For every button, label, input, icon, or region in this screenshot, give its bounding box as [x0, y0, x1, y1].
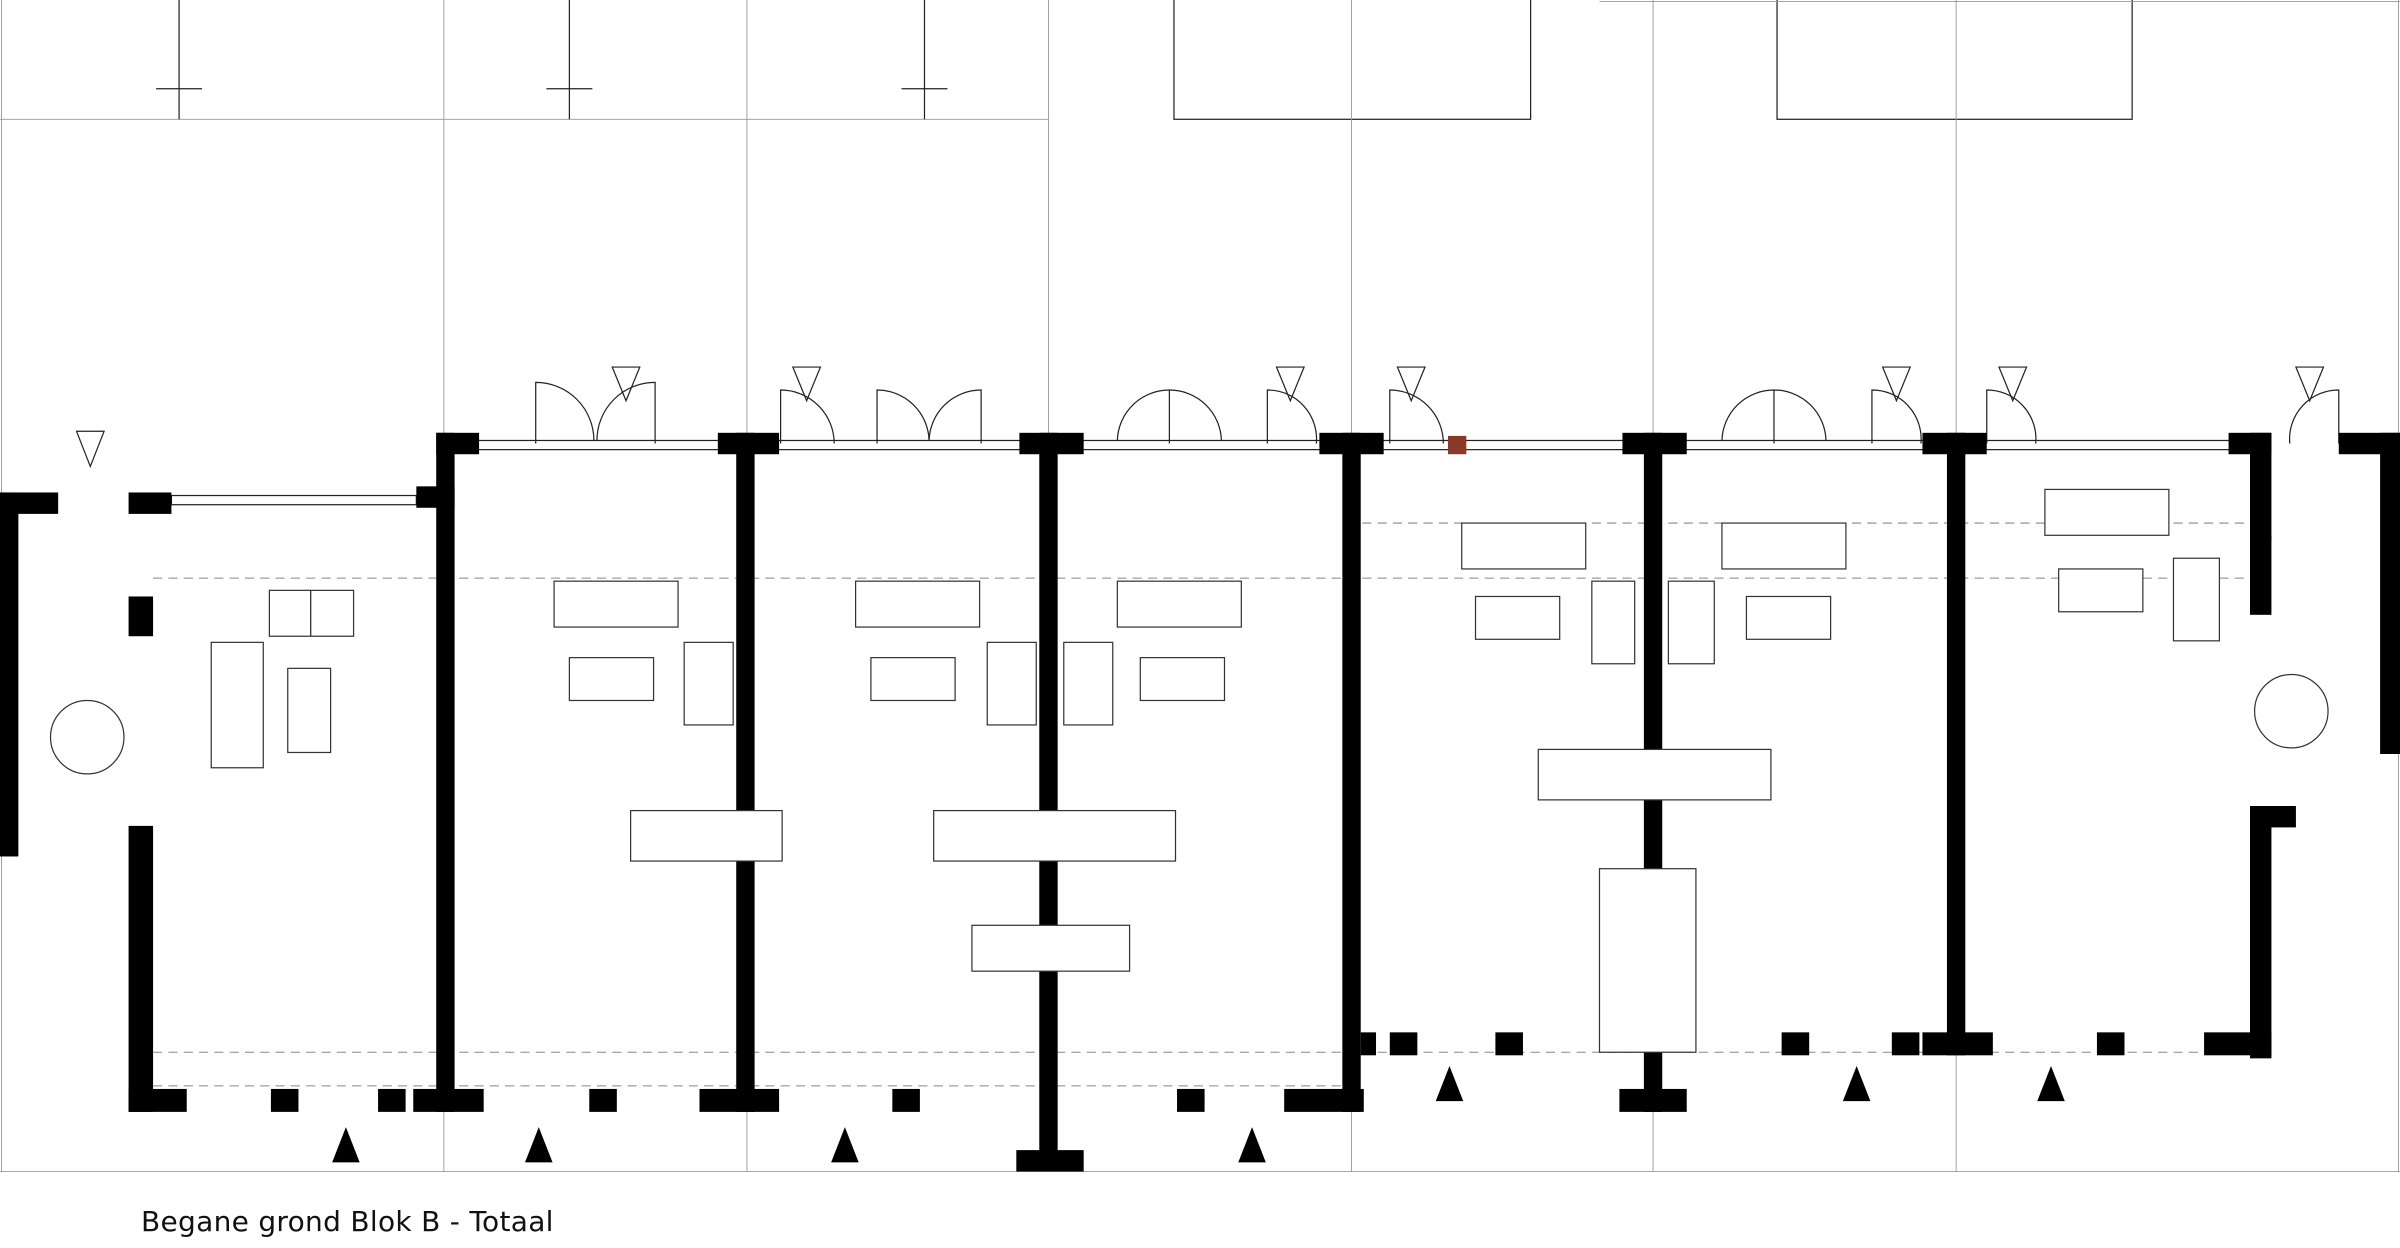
drawing-caption: Begane grond Blok B - Totaal — [141, 1205, 554, 1238]
walls — [0, 432, 2400, 1172]
brick-sample — [1447, 435, 1467, 455]
rear-facade-glazing — [153, 439, 2250, 1087]
entrance-arrows — [332, 1066, 2065, 1163]
furniture — [49, 488, 2329, 1053]
garden-doors — [75, 366, 2340, 469]
